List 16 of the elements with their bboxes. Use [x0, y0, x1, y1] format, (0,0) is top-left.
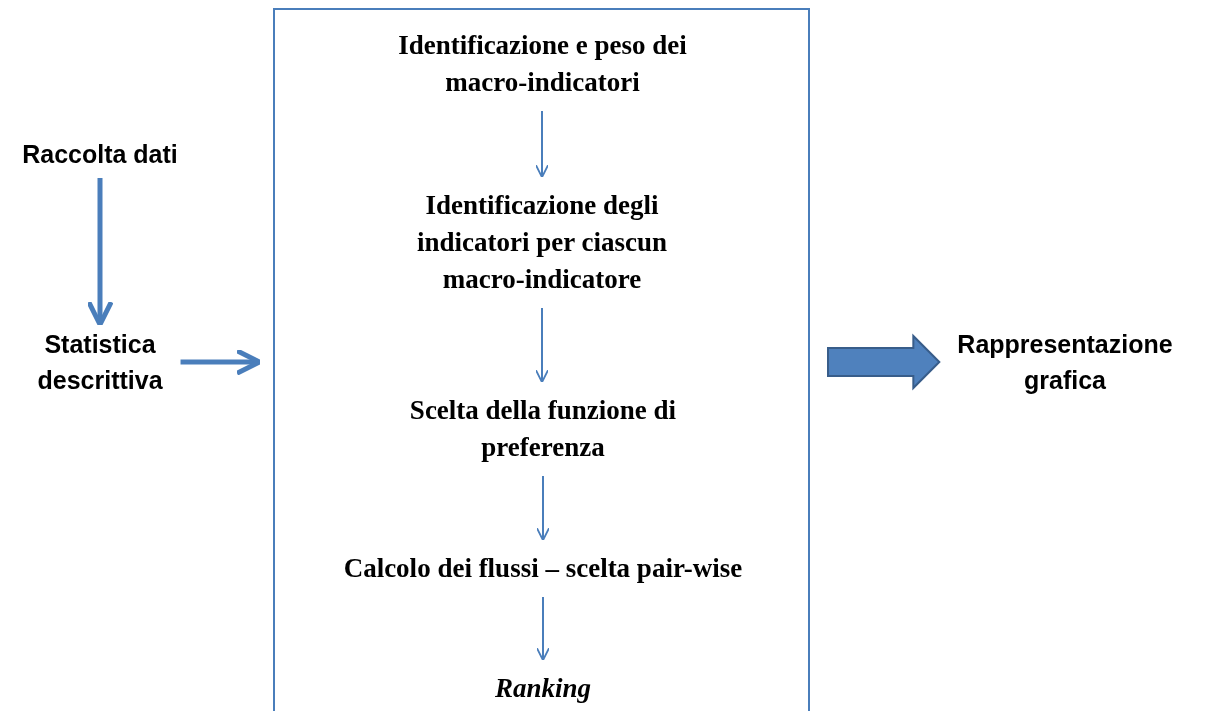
- step-label: Identificazione degli indicatori per ciascun macro-indicatore: [382, 187, 702, 298]
- step-label: Scelta della funzione di preferenza: [353, 392, 733, 466]
- step-label: Rappresentazione grafica: [920, 326, 1206, 398]
- step-label: Calcolo dei flussi – scelta pair-wise: [283, 550, 803, 587]
- arrow: [535, 110, 549, 179]
- step-label: Ranking: [443, 670, 643, 707]
- arrow: [86, 178, 114, 327]
- block-arrow: [827, 333, 941, 391]
- step-label: Raccolta dati: [0, 136, 200, 174]
- step-label: Statistica descrittiva: [20, 326, 180, 398]
- arrow: [536, 475, 550, 542]
- process-frame: [273, 8, 810, 711]
- step-label: Identificazione e peso dei macro-indicatori: [355, 27, 730, 101]
- arrow: [180, 348, 262, 376]
- arrow: [536, 596, 550, 662]
- arrow: [535, 307, 549, 384]
